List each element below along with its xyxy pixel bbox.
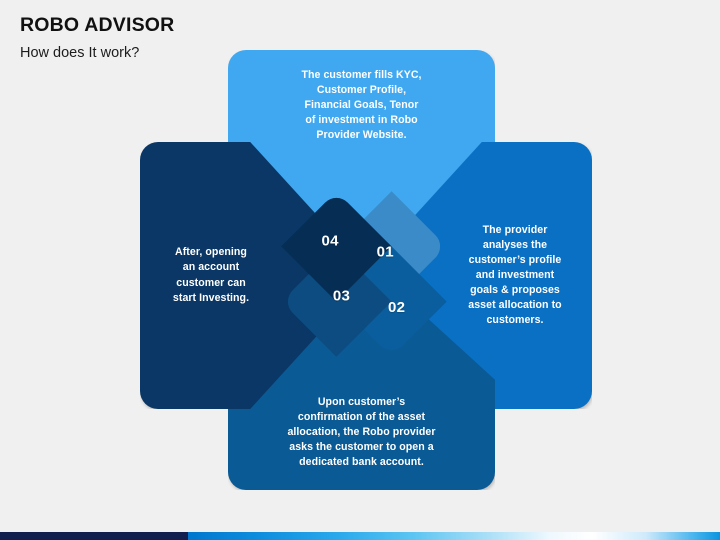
step-number-label-04: 04 [322,232,340,250]
step-number-label-02: 02 [388,298,406,316]
step-number-label-03: 03 [333,287,351,305]
step-text-01: The customer fills KYC, Customer Profile… [301,69,422,142]
page-title: ROBO ADVISOR [20,14,175,36]
footer-accent-bar [0,532,720,540]
footer-accent-bar-gradient-segment [188,532,720,540]
slide-header: ROBO ADVISOR How does It work? [20,14,440,63]
four-step-pinwheel-diagram: The customer fills KYC, Customer Profile… [132,42,602,498]
center-step-number-cluster: 01 02 03 04 [281,191,447,357]
step-text-04: After, opening an account customer can s… [172,246,250,304]
footer-accent-bar-dark-segment [0,532,188,540]
center-rotor: 01 02 03 04 [254,164,475,385]
step-text-02: The provider analyses the customer’s pro… [468,223,562,327]
step-text-03: Upon customer’s confirmation of the asse… [287,395,436,468]
page-subtitle: How does It work? [20,45,140,62]
step-number-label-01: 01 [377,243,395,261]
